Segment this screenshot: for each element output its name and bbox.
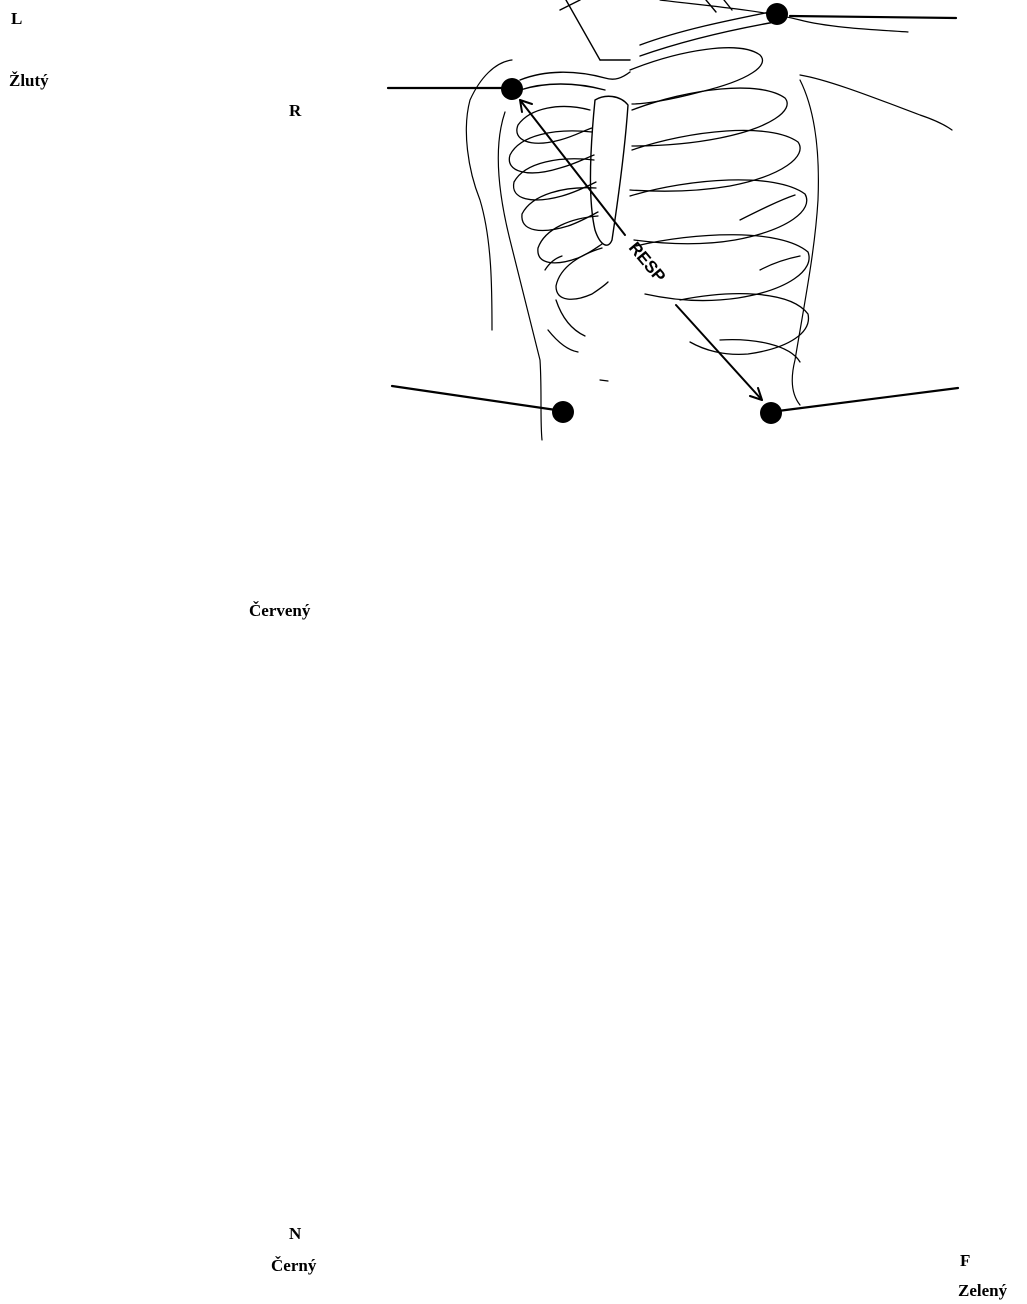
ribs-left-side <box>509 106 608 352</box>
lead-wire-n <box>392 386 556 410</box>
electrode-r <box>501 78 523 100</box>
clavicles-and-sternum <box>520 0 775 245</box>
electrode-l <box>766 3 788 25</box>
resp-label: RESP <box>625 238 669 286</box>
lead-wires <box>388 16 958 411</box>
torso-outline <box>466 0 952 440</box>
electrodes <box>501 3 788 424</box>
electrode-f <box>760 402 782 424</box>
ribs-right-side <box>630 48 809 362</box>
lead-wire-l <box>790 16 956 18</box>
electrode-n <box>552 401 574 423</box>
lead-wire-f <box>778 388 958 411</box>
